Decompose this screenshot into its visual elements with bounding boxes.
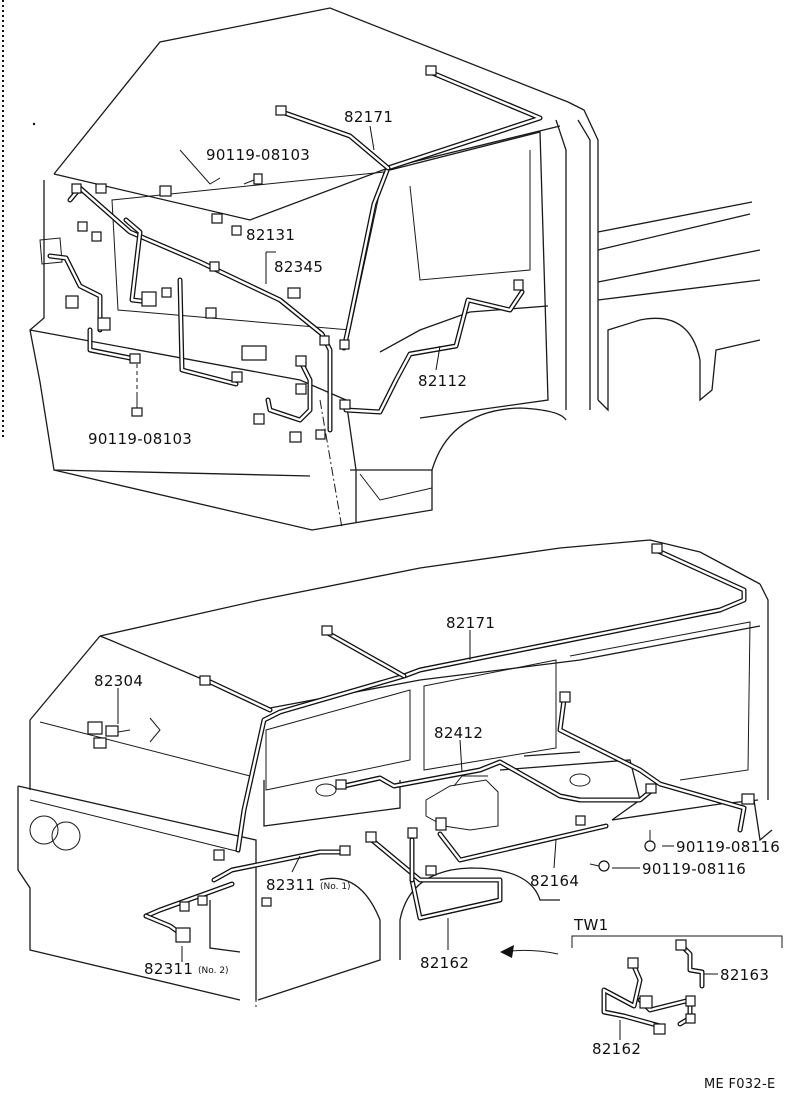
label-upper-82131: 82131 xyxy=(246,226,295,244)
label-lower-82171: 82171 xyxy=(446,614,495,632)
label-inset-82162: 82162 xyxy=(592,1040,641,1058)
label-lower-82304: 82304 xyxy=(94,672,143,690)
upper-harness-door xyxy=(339,279,525,415)
lower-harness-floor xyxy=(335,691,755,833)
label-upper-82112: 82112 xyxy=(418,372,467,390)
label-lower-bolt-b: 90119-08116 xyxy=(642,860,746,878)
lower-harness-no1 xyxy=(211,845,351,883)
label-upper-82171: 82171 xyxy=(344,108,393,126)
label-upper-bolt-bottom: 90119-08103 xyxy=(88,430,192,448)
label-lower-bolt-a: 90119-08116 xyxy=(676,838,780,856)
lower-harness-no2 xyxy=(143,881,272,943)
inset-tw1 xyxy=(571,935,783,1040)
lower-lamp-assy-icon xyxy=(87,717,161,749)
label-lower-82164: 82164 xyxy=(530,872,579,890)
label-lower-82311-no2: 82311 xyxy=(144,960,193,978)
upper-harness-roof xyxy=(275,65,543,351)
lower-harness-rear xyxy=(365,817,609,921)
lower-van-outline xyxy=(17,539,773,1010)
upper-cab-outline xyxy=(29,7,761,531)
label-upper-82345: 82345 xyxy=(274,258,323,276)
label-inset-82163: 82163 xyxy=(720,966,769,984)
inset-arrow-icon xyxy=(500,945,559,958)
label-lower-82311-no2-note: (No. 2) xyxy=(198,966,229,976)
figure-code: ME F032-E xyxy=(704,1077,775,1092)
label-lower-82412: 82412 xyxy=(434,724,483,742)
upper-bolt-top-icon xyxy=(243,173,263,185)
label-lower-82311-no1-note: (No. 1) xyxy=(320,882,351,892)
upper-clamp-icon xyxy=(287,287,301,299)
upper-bolt-bottom-icon xyxy=(131,364,143,417)
lower-bolt-b-icon xyxy=(589,860,610,872)
upper-harness-front xyxy=(47,183,350,443)
lower-harness-roof xyxy=(199,543,747,853)
lower-leaders xyxy=(117,630,674,962)
lower-bolt-a-icon xyxy=(644,830,656,852)
upper-leaders xyxy=(265,125,441,371)
label-upper-bolt-top: 90119-08103 xyxy=(206,146,310,164)
label-lower-82162: 82162 xyxy=(420,954,469,972)
scan-edge xyxy=(2,0,36,440)
label-lower-82311-no1: 82311 xyxy=(266,876,315,894)
inset-title: TW1 xyxy=(573,916,608,934)
